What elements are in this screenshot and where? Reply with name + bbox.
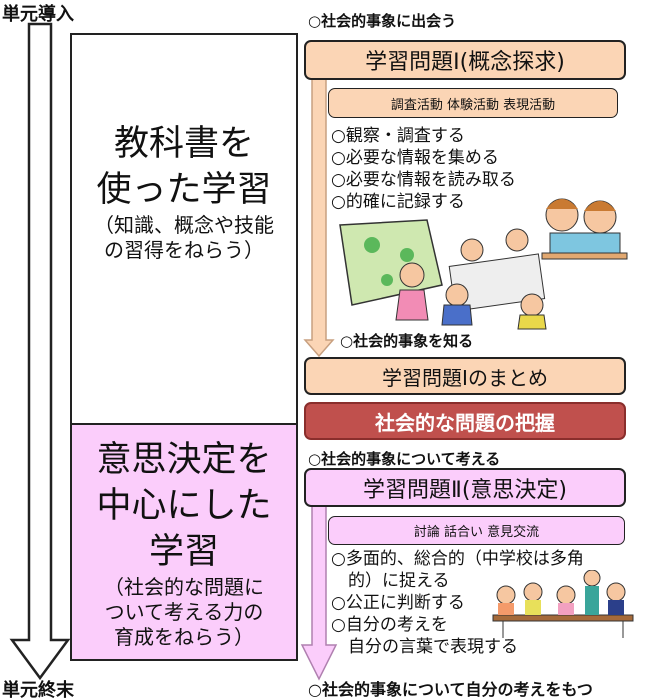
- conclusion-label: ○社会的事象について自分の考えをもつ: [308, 680, 593, 699]
- decision-title-3: 学習: [148, 532, 219, 572]
- unit-end-label: 単元終末: [2, 680, 74, 700]
- bullet2-1: ○多面的、総合的（中学校は多角: [331, 549, 584, 569]
- decision-sub-1: （社会的な問題に: [104, 575, 264, 599]
- bullet1-2: ○必要な情報を集める: [331, 148, 499, 168]
- textbook-title-1: 教科書を: [113, 124, 254, 164]
- problem2-box: 学習問題Ⅱ(意思決定): [304, 468, 626, 507]
- think-label: ○社会的事象について考える: [308, 450, 501, 468]
- bullet1-1: ○観察・調査する: [331, 126, 465, 146]
- grasp-box: 社会的な問題の把握: [304, 402, 626, 440]
- textbook-sub-2: の習得をねらう）: [104, 238, 264, 262]
- activities1-box: 調査活動 体験活動 表現活動: [328, 88, 618, 118]
- decision-sub-3: 育成をねらう）: [114, 625, 254, 649]
- know-label: ○社会的事象を知る: [340, 332, 474, 350]
- bullet2-4: ○自分の考えを: [331, 615, 448, 635]
- bullet1-4: ○的確に記録する: [331, 192, 465, 212]
- decision-title-2: 中心にした: [96, 486, 272, 526]
- unit-timeline-arrow: [9, 22, 71, 681]
- peach-flow-arrow: [303, 78, 335, 358]
- bullet1-3: ○必要な情報を読み取る: [331, 170, 516, 190]
- problem1-box: 学習問題Ⅰ(概念探求): [304, 40, 626, 80]
- decision-learning-box: 意思決定を 中心にした 学習 （社会的な問題に ついて考える力の 育成をねらう）: [70, 423, 298, 661]
- field-study-illustration: [339, 198, 628, 330]
- encounter-label: ○社会的事象に出会う: [308, 12, 457, 30]
- activities2-box: 討論 話合い 意見交流: [328, 516, 625, 545]
- discussion-illustration: [492, 570, 634, 638]
- textbook-learning-box: 教科書を 使った学習 （知識、概念や技能 の習得をねらう）: [70, 33, 298, 425]
- pink-flow-arrow: [300, 505, 338, 681]
- bullet2-2: 的）に捉える: [331, 571, 450, 591]
- textbook-sub-1: （知識、概念や技能: [94, 213, 274, 237]
- textbook-title-2: 使った学習: [96, 170, 272, 210]
- bullet2-5: 自分の言葉で表現する: [331, 637, 518, 657]
- unit-start-label: 単元導入: [2, 4, 74, 25]
- summary1-box: 学習問題Ⅰのまとめ: [304, 357, 626, 395]
- bullet2-3: ○公正に判断する: [331, 593, 465, 613]
- decision-title-1: 意思決定を: [96, 440, 272, 480]
- decision-sub-2: ついて考える力の: [104, 600, 264, 624]
